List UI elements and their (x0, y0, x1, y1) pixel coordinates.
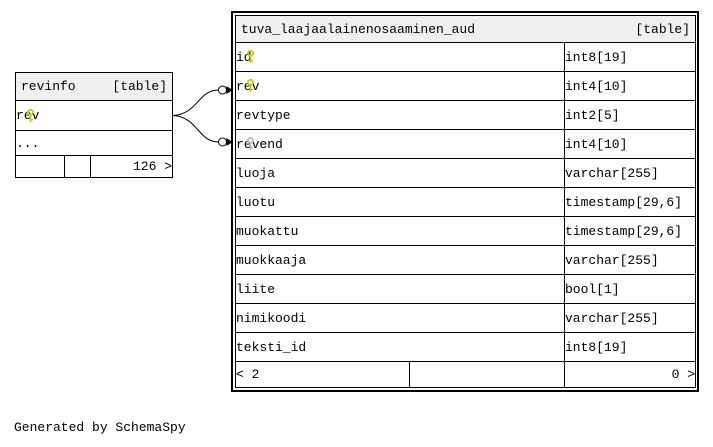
primary-key-icon (246, 50, 255, 64)
table-row[interactable]: revtype int2[5] (235, 100, 697, 130)
table-row[interactable]: id int8[19] (235, 42, 697, 72)
main-table-footer: < 2 0 > (235, 361, 697, 388)
edge-arrowhead-revend (226, 138, 233, 146)
table-row[interactable]: nimikoodi varchar[255] (235, 303, 697, 333)
column-type: timestamp[29,6] (563, 187, 697, 217)
primary-key-icon (246, 79, 255, 93)
generated-by-caption: Generated by SchemaSpy (14, 420, 186, 435)
column-name: revend (236, 136, 283, 152)
main-table-header[interactable]: tuva_laajaalainenosaaminen_aud [table] (234, 15, 697, 43)
column-name: revtype (236, 107, 291, 123)
revinfo-header[interactable]: revinfo [table] (15, 72, 173, 101)
edge-arrowhead-rev (226, 86, 233, 94)
footer-left (14, 155, 66, 178)
column-name: luotu (236, 194, 276, 210)
column-type: int8[19] (563, 42, 697, 72)
table-row[interactable]: muokkaaja varchar[255] (235, 245, 697, 275)
table-title[interactable]: revinfo (21, 79, 76, 94)
foreign-key-icon (246, 137, 255, 151)
column-type: int8[19] (563, 332, 697, 362)
column-name: teksti_id (236, 339, 307, 355)
edge-odot-revend (218, 137, 227, 147)
footer-children-count: 0 > (563, 361, 697, 388)
footer-middle (64, 155, 92, 178)
column-name: luoja (236, 165, 276, 181)
table-row[interactable]: luoja varchar[255] (235, 158, 697, 188)
ellipsis-label: ... (15, 130, 173, 156)
table-row[interactable]: rev int4[10] (235, 71, 697, 101)
table-row[interactable]: rev (15, 100, 173, 131)
table-row[interactable]: revend int4[10] (235, 129, 697, 159)
column-name: muokattu (236, 223, 299, 239)
column-type: bool[1] (563, 274, 697, 304)
footer-parents-count: < 2 (235, 361, 410, 388)
hidden-columns-row: ... (15, 130, 173, 156)
column-type: int4[10] (563, 129, 697, 159)
column-type: timestamp[29,6] (563, 216, 697, 246)
table-badge: [table] (112, 79, 167, 94)
footer-middle (409, 361, 565, 388)
column-name: muokkaaja (236, 252, 307, 268)
main-table-node[interactable]: tuva_laajaalainenosaaminen_aud [table] i… (231, 11, 699, 392)
column-type: varchar[255] (563, 245, 697, 275)
table-row[interactable]: liite bool[1] (235, 274, 697, 304)
column-type: int4[10] (563, 71, 697, 101)
column-type: int2[5] (563, 100, 697, 130)
table-row[interactable]: teksti_id int8[19] (235, 332, 697, 362)
footer-related-count: 126 > (90, 155, 173, 178)
column-name: nimikoodi (236, 310, 307, 326)
table-row[interactable]: luotu timestamp[29,6] (235, 187, 697, 217)
column-type: varchar[255] (563, 158, 697, 188)
table-row[interactable]: muokattu timestamp[29,6] (235, 216, 697, 246)
column-type: varchar[255] (563, 303, 697, 333)
edge-odot-rev (218, 85, 227, 95)
fk-edge-rev (172, 89, 219, 116)
primary-key-icon (26, 108, 35, 123)
table-badge: [table] (635, 21, 691, 37)
table-title[interactable]: tuva_laajaalainenosaaminen_aud (241, 21, 476, 37)
revinfo-table-node[interactable]: revinfo [table] rev ... 126 > (14, 72, 173, 178)
fk-edge-revend (172, 115, 219, 143)
revinfo-footer: 126 > (14, 155, 173, 178)
column-name: liite (236, 281, 276, 297)
